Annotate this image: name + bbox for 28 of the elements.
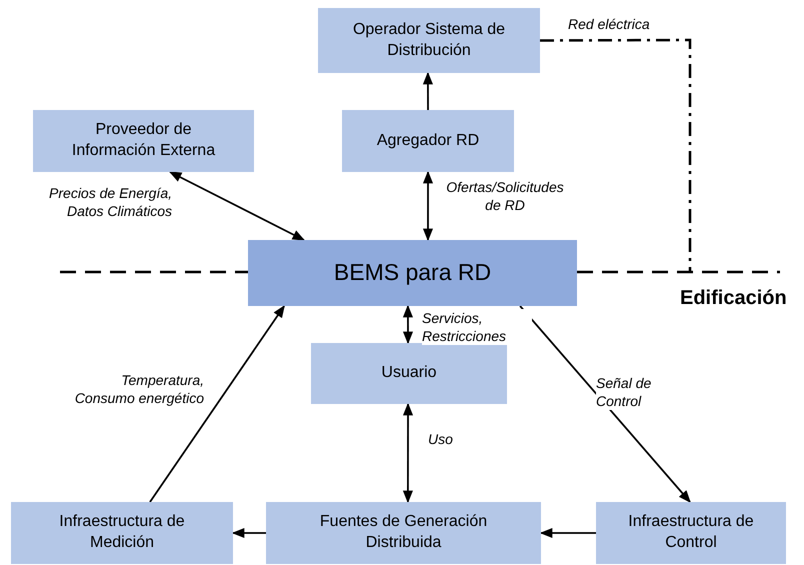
node-label: BEMS para RD (334, 258, 492, 288)
arrow (402, 304, 414, 344)
process-box (596, 502, 786, 564)
process-box (342, 110, 514, 172)
node-label: Agregador RD (376, 130, 480, 151)
node-label: Fuentes de Generación Distribuida (318, 512, 488, 553)
node-label: Infraestructura de Control (627, 512, 755, 553)
process-box (311, 343, 507, 404)
process-box (318, 8, 540, 73)
dash-dot-line (540, 38, 692, 272)
edge-label: Servicios, Restricciones (422, 309, 532, 346)
node-label: Proveedor de Información Externa (70, 120, 216, 161)
process-box (33, 110, 254, 172)
process-box (266, 502, 541, 564)
arrow (232, 528, 266, 538)
node-label: Operador Sistema de Distribución (352, 20, 506, 60)
area-label: Edificación (680, 287, 787, 310)
arrow (422, 170, 434, 242)
arrow (168, 171, 306, 241)
arrow (422, 72, 433, 110)
arrow (519, 305, 691, 503)
arrow (402, 402, 414, 504)
node-label: Usuario (381, 363, 437, 384)
node-label: Infraestructura de Medición (58, 512, 186, 553)
arrow (540, 528, 596, 538)
process-box (248, 240, 577, 306)
process-box (11, 502, 233, 564)
arrow (149, 304, 285, 502)
